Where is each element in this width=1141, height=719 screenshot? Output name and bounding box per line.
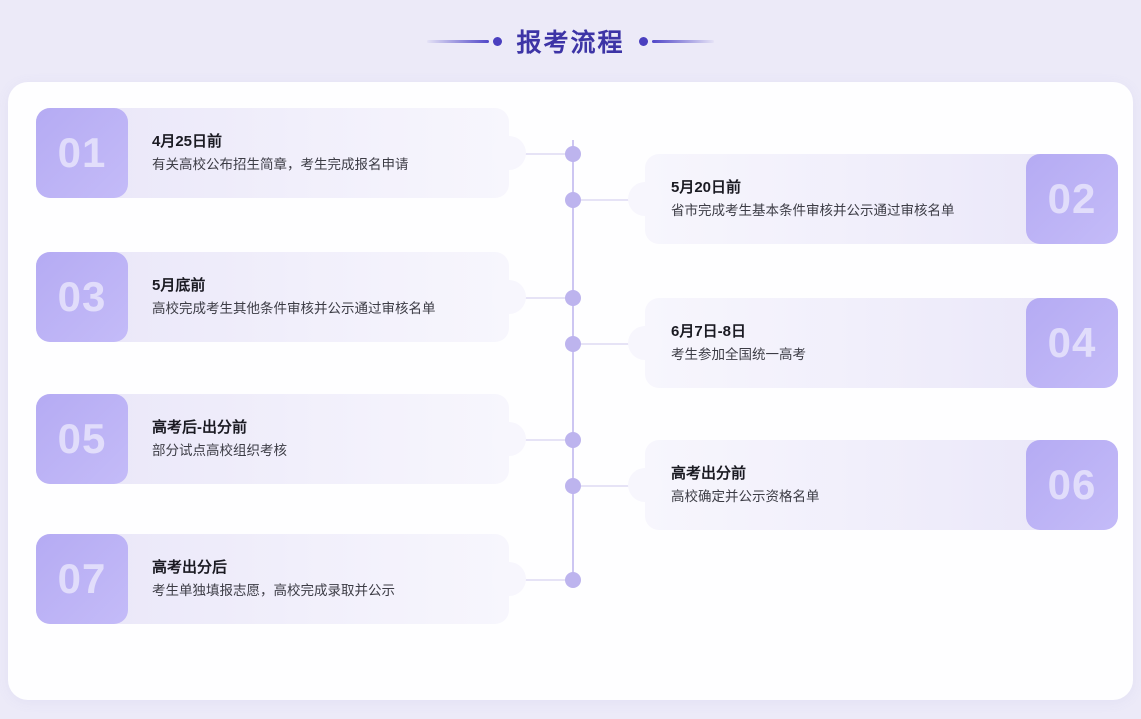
step-title: 4月25日前 [152, 133, 223, 151]
card-body: 5月20日前 省市完成考生基本条件审核并公示通过审核名单 [645, 154, 1026, 244]
step-description: 考生参加全国统一高考 [671, 347, 806, 363]
step-description: 部分试点高校组织考核 [152, 443, 287, 459]
decoration-dot-icon [638, 36, 648, 46]
timeline-dot-5 [565, 432, 581, 448]
step-title: 5月20日前 [671, 179, 742, 197]
step-description: 省市完成考生基本条件审核并公示通过审核名单 [671, 203, 955, 219]
card-connector-bump [492, 422, 526, 456]
card-connector-bump [628, 326, 662, 360]
step-title: 高考出分前 [671, 465, 747, 483]
timeline-step-card-5[interactable]: 05 高考后-出分前 部分试点高校组织考核 [36, 394, 526, 484]
title-decoration-right [638, 36, 714, 46]
decoration-line-icon [651, 39, 714, 43]
step-number-badge: 02 [1026, 154, 1118, 244]
card-connector-bump [492, 280, 526, 314]
timeline-step-card-2[interactable]: 5月20日前 省市完成考生基本条件审核并公示通过审核名单 02 [628, 154, 1118, 244]
timeline-dot-4 [565, 336, 581, 352]
step-title: 5月底前 [152, 277, 206, 295]
card-body: 6月7日-8日 考生参加全国统一高考 [645, 298, 1026, 388]
card-body: 4月25日前 有关高校公布招生简章，考生完成报名申请 [128, 108, 509, 198]
timeline-connector-4 [581, 343, 647, 345]
step-number-badge: 03 [36, 252, 128, 342]
card-body: 5月底前 高校完成考生其他条件审核并公示通过审核名单 [128, 252, 509, 342]
step-number-badge: 01 [36, 108, 128, 198]
card-body: 高考出分前 高校确定并公示资格名单 [645, 440, 1026, 530]
timeline-dot-1 [565, 146, 581, 162]
timeline-dot-2 [565, 192, 581, 208]
step-number-badge: 07 [36, 534, 128, 624]
title-decoration-left [427, 36, 503, 46]
step-description: 高校完成考生其他条件审核并公示通过审核名单 [152, 301, 436, 317]
step-description: 有关高校公布招生简章，考生完成报名申请 [152, 157, 409, 173]
timeline-step-card-3[interactable]: 03 5月底前 高校完成考生其他条件审核并公示通过审核名单 [36, 252, 526, 342]
timeline-dot-3 [565, 290, 581, 306]
decoration-dot-icon [493, 36, 503, 46]
card-connector-bump [628, 468, 662, 502]
timeline-step-card-1[interactable]: 01 4月25日前 有关高校公布招生简章，考生完成报名申请 [36, 108, 526, 198]
timeline-connector-6 [581, 485, 647, 487]
timeline-connector-5 [509, 439, 571, 441]
timeline-connector-3 [509, 297, 571, 299]
card-connector-bump [492, 136, 526, 170]
timeline-dot-7 [565, 572, 581, 588]
decoration-line-icon [427, 39, 490, 43]
step-title: 高考后-出分前 [152, 419, 247, 437]
timeline-connector-2 [581, 199, 647, 201]
timeline-dot-6 [565, 478, 581, 494]
timeline-spine [572, 140, 574, 580]
timeline-connector-7 [509, 579, 571, 581]
step-number-badge: 06 [1026, 440, 1118, 530]
step-title: 高考出分后 [152, 559, 228, 577]
step-description: 考生单独填报志愿，高校完成录取并公示 [152, 583, 395, 599]
card-body: 高考后-出分前 部分试点高校组织考核 [128, 394, 509, 484]
card-connector-bump [628, 182, 662, 216]
card-connector-bump [492, 562, 526, 596]
timeline-step-card-4[interactable]: 6月7日-8日 考生参加全国统一高考 04 [628, 298, 1118, 388]
page-header: 报考流程 [0, 0, 1141, 82]
page-title: 报考流程 [516, 29, 625, 57]
timeline-connector-1 [509, 153, 571, 155]
step-number-badge: 05 [36, 394, 128, 484]
step-description: 高校确定并公示资格名单 [671, 489, 820, 505]
timeline-step-card-7[interactable]: 07 高考出分后 考生单独填报志愿，高校完成录取并公示 [36, 534, 526, 624]
timeline-step-card-6[interactable]: 高考出分前 高校确定并公示资格名单 06 [628, 440, 1118, 530]
card-body: 高考出分后 考生单独填报志愿，高校完成录取并公示 [128, 534, 509, 624]
step-number-badge: 04 [1026, 298, 1118, 388]
step-title: 6月7日-8日 [671, 323, 747, 341]
